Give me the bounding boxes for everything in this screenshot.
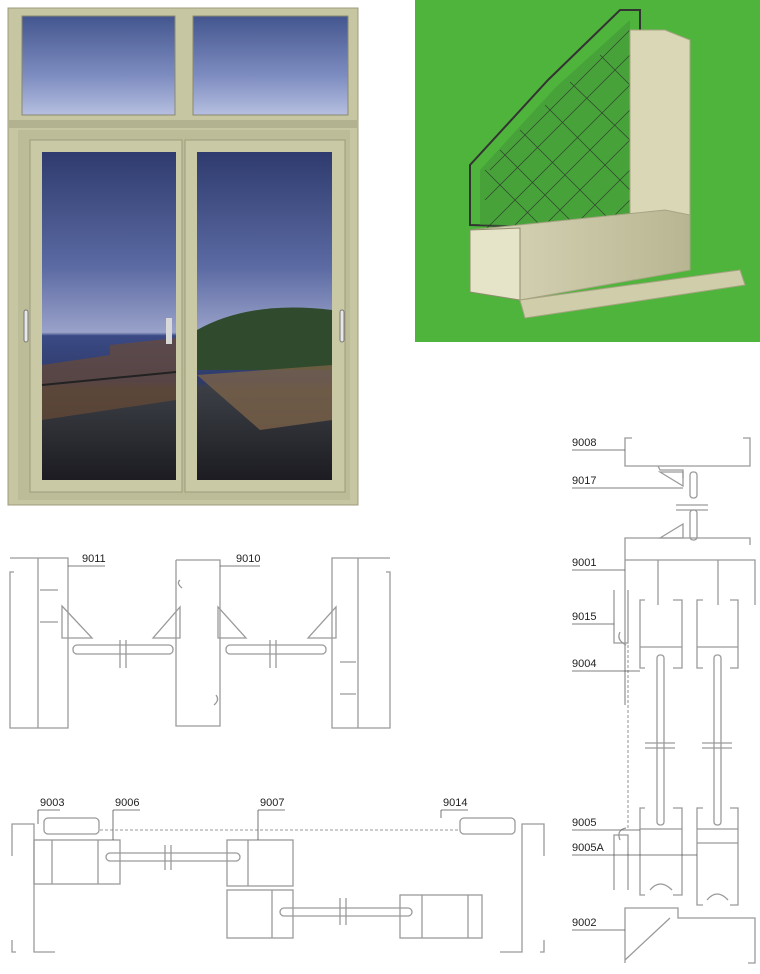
label-9005: 9005 (572, 817, 596, 829)
horizontal-section-top-drawing (9, 557, 391, 729)
handle-left[interactable] (23, 309, 29, 343)
mesh-lines (484, 29, 631, 231)
label-9010: 9010 (236, 553, 260, 565)
label-9017: 9017 (572, 475, 596, 487)
terrace-scene (41, 307, 332, 430)
label-9005a: 9005A (572, 842, 604, 854)
label-9011: 9011 (82, 553, 106, 565)
sill-profile-cut (469, 227, 521, 301)
section-render (415, 0, 760, 342)
horizontal-section-bottom-drawing (11, 817, 545, 953)
label-9015: 9015 (572, 611, 596, 623)
label-9006: 9006 (115, 797, 139, 809)
handle-right[interactable] (339, 309, 345, 343)
vertical-section-drawing (613, 437, 756, 964)
transom-pane-right (192, 15, 349, 116)
window-photo (7, 7, 359, 506)
label-9008: 9008 (572, 437, 596, 449)
label-9014: 9014 (443, 797, 467, 809)
sill-lip (519, 269, 746, 319)
horizontal-section-top-labels: 9011 9010 (68, 553, 260, 567)
transom-bar (8, 120, 358, 128)
glass-left (42, 152, 176, 480)
vertical-section-labels: 9008 9017 9001 9015 9004 9005 9005A 9002 (572, 437, 697, 931)
label-9007: 9007 (260, 797, 284, 809)
transom-pane-left (21, 15, 176, 116)
horizontal-section-bottom-labels: 9003 9006 9007 9014 (37, 797, 468, 840)
label-9003: 9003 (40, 797, 64, 809)
label-9004: 9004 (572, 658, 596, 670)
label-9002: 9002 (572, 917, 596, 929)
label-9001: 9001 (572, 557, 596, 569)
